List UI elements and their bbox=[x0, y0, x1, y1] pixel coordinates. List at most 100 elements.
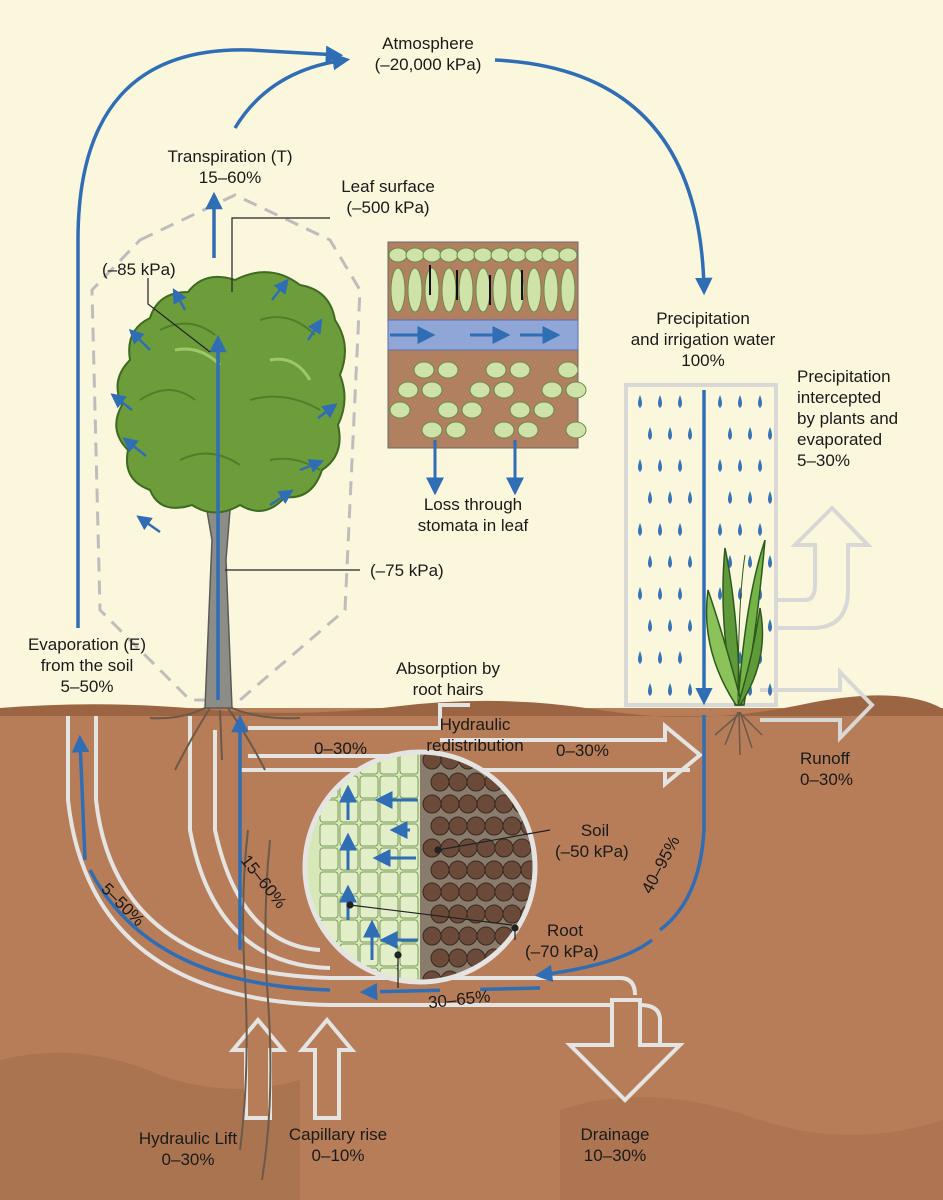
spongy-cell bbox=[509, 401, 531, 419]
raindrop-icon bbox=[768, 427, 772, 440]
root-name: Root bbox=[547, 921, 583, 940]
leaf-transpiration-arrows bbox=[110, 278, 338, 534]
drainage-arrow bbox=[565, 998, 685, 1103]
absorption-line2: root hairs bbox=[412, 680, 484, 699]
soil-grain bbox=[494, 882, 514, 902]
soil-layer-2 bbox=[560, 1097, 943, 1200]
raindrop-icon bbox=[658, 523, 662, 536]
soil-grain bbox=[448, 860, 468, 880]
absorption-label: Absorption by root hairs bbox=[378, 658, 518, 700]
epidermis-cell bbox=[439, 247, 459, 263]
root-cell bbox=[319, 895, 339, 919]
raindrop-icon bbox=[668, 555, 672, 568]
water-flow-arrows bbox=[71, 45, 713, 1001]
raindrop-icon bbox=[678, 523, 682, 536]
palisade-cell bbox=[526, 267, 542, 313]
raindrop-icon bbox=[678, 587, 682, 600]
raindrop-icon bbox=[668, 683, 672, 696]
raindrop-icon bbox=[638, 395, 642, 408]
raindrop-icon bbox=[758, 459, 762, 472]
root-cell bbox=[399, 919, 419, 943]
drainage-value: 10–30% bbox=[583, 1146, 647, 1165]
raindrop-icon bbox=[658, 587, 662, 600]
raindrop-icon bbox=[748, 427, 752, 440]
soil-grain bbox=[502, 904, 522, 924]
soil-grain bbox=[430, 816, 450, 836]
spongy-cell bbox=[437, 401, 459, 419]
root-cell bbox=[359, 847, 379, 871]
soil-grain bbox=[502, 860, 522, 880]
precipitation-line2: and irrigation water bbox=[630, 330, 776, 349]
spongy-cell bbox=[421, 381, 443, 399]
soil-grain bbox=[430, 948, 450, 968]
root-cell bbox=[399, 799, 419, 823]
raindrop-icon bbox=[668, 619, 672, 632]
soil-value: (–50 kPa) bbox=[555, 842, 629, 861]
leaf-cross-section-icon bbox=[387, 241, 587, 496]
precipitation-label: Precipitation and irrigation water 100% bbox=[608, 308, 798, 371]
spongy-cell bbox=[469, 381, 491, 399]
raindrop-icon bbox=[768, 683, 772, 696]
capillary-rise-arrow bbox=[297, 1016, 357, 1120]
runoff-label: Runoff 0–30% bbox=[800, 748, 853, 790]
open-flow-arrows bbox=[66, 703, 704, 1060]
atmosphere-name: Atmosphere bbox=[382, 34, 474, 53]
spongy-cell bbox=[421, 421, 443, 439]
soil-grain bbox=[476, 926, 496, 946]
root-cell bbox=[379, 775, 399, 799]
atmosphere-label: Atmosphere (–20,000 kPa) bbox=[348, 33, 508, 75]
evaporation-label: Evaporation (E) from the soil 5–50% bbox=[12, 634, 162, 697]
epidermis-cell bbox=[490, 247, 510, 263]
intercepted-line3: by plants and bbox=[797, 409, 899, 428]
epidermis-cell bbox=[388, 247, 408, 263]
raindrop-icon bbox=[648, 555, 652, 568]
raindrop-icon bbox=[748, 491, 752, 504]
soil-grain bbox=[512, 838, 532, 858]
soil-name: Soil bbox=[580, 821, 610, 840]
stomata-loss-line1: Loss through bbox=[423, 495, 523, 514]
spongy-cell bbox=[541, 381, 563, 399]
hydraulic-lift-label: Hydraulic Lift 0–30% bbox=[118, 1128, 258, 1170]
intercepted-line2: intercepted bbox=[797, 388, 882, 407]
raindrop-icon bbox=[648, 683, 652, 696]
raindrop-icon bbox=[688, 427, 692, 440]
root-value: (–70 kPa) bbox=[525, 942, 599, 961]
spongy-cell bbox=[461, 401, 483, 419]
spongy-cell bbox=[437, 361, 459, 379]
soil-grain bbox=[448, 772, 468, 792]
root-cell bbox=[399, 775, 419, 799]
hydraulic-redistribution-label: Hydraulic redistribution bbox=[405, 714, 545, 756]
transpiration-label: Transpiration (T) 15–60% bbox=[140, 146, 320, 188]
intercepted-line4: evaporated bbox=[797, 430, 883, 449]
leaf-surface-value: (–500 kPa) bbox=[346, 198, 430, 217]
soil-grain bbox=[458, 794, 478, 814]
drainage-name: Drainage bbox=[580, 1125, 650, 1144]
epidermis-cell bbox=[524, 247, 544, 263]
intercepted-line1: Precipitation bbox=[797, 367, 891, 386]
raindrop-icon bbox=[668, 427, 672, 440]
intercepted-value: 5–30% bbox=[797, 451, 850, 470]
transpiration-name: Transpiration (T) bbox=[167, 147, 293, 166]
soil-grain bbox=[502, 816, 522, 836]
palisade-cell bbox=[509, 267, 525, 313]
raindrop-icon bbox=[728, 491, 732, 504]
spongy-cell bbox=[565, 381, 587, 399]
palisade-cell bbox=[560, 267, 576, 313]
palisade-cell bbox=[543, 267, 559, 313]
raindrop-icon bbox=[658, 651, 662, 664]
raindrop-icon bbox=[688, 683, 692, 696]
spongy-cell bbox=[557, 361, 579, 379]
root-cell bbox=[359, 943, 379, 967]
hydraulic-lift-name: Hydraulic Lift bbox=[138, 1129, 238, 1148]
soil-grain bbox=[448, 816, 468, 836]
capillary-rise-value: 0–10% bbox=[311, 1146, 365, 1165]
spongy-cell bbox=[517, 421, 539, 439]
absorption-line1: Absorption by bbox=[396, 659, 500, 678]
root-cell bbox=[359, 799, 379, 823]
soil-grain bbox=[466, 772, 486, 792]
stomata-loss-label: Loss through stomata in leaf bbox=[398, 494, 548, 536]
precipitation-line1: Precipitation bbox=[656, 309, 750, 328]
raindrop-icon bbox=[718, 587, 722, 600]
root-cell bbox=[359, 823, 379, 847]
